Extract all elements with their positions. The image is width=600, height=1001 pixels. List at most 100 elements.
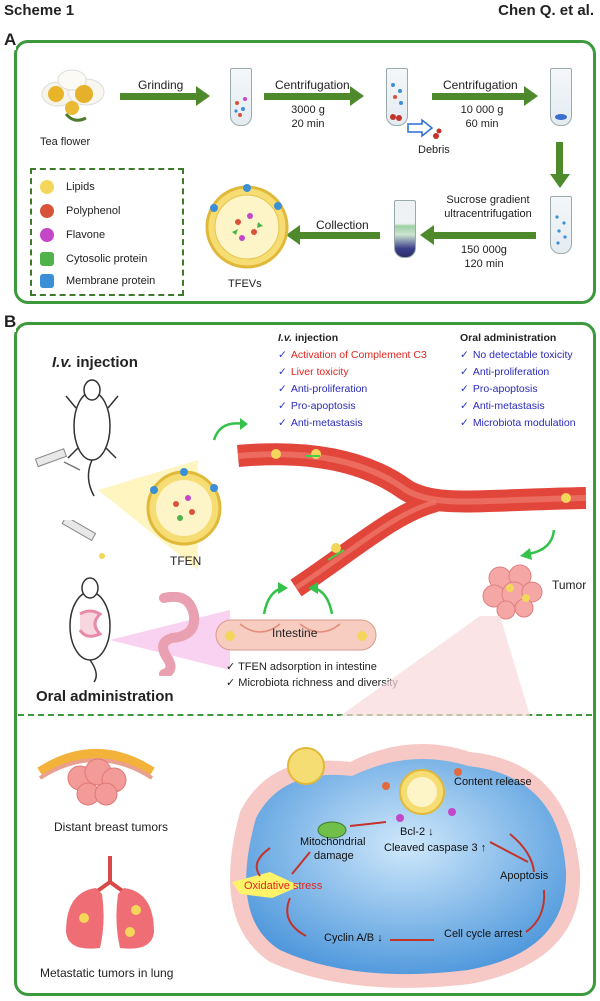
panel-a (14, 40, 596, 304)
cyclin-text: Cyclin A/B (324, 932, 375, 944)
content-release-label: Content release (454, 776, 532, 788)
cent1-label: Centrifugation (275, 78, 350, 92)
arrow-head-icon (286, 225, 300, 245)
arrow-down (556, 142, 563, 176)
intestine-label: Intestine (272, 626, 318, 640)
oral-list-item: ✓Anti-metastasis (460, 398, 576, 415)
list-text: Liver toxicity (290, 366, 349, 378)
iv-injection-title: I.v. injection (52, 354, 138, 371)
legend-label: Membrane protein (66, 275, 156, 287)
check-icon: ✓ (278, 383, 287, 395)
mouse-oral-image (69, 577, 111, 683)
cent2-label: Centrifugation (443, 78, 518, 92)
apoptosis-label: Apoptosis (500, 870, 549, 882)
caspase-text: Cleaved caspase 3 (384, 842, 478, 854)
legend-item-flavone: Flavone (40, 228, 105, 242)
lung-tumors-label: Metastatic tumors in lung (40, 966, 174, 980)
list-text: Microbiota modulation (472, 417, 576, 429)
legend-item-cytosolic: Cytosolic protein (40, 252, 147, 266)
tumor-image (482, 564, 543, 620)
cent1-g: 3000 g (291, 104, 325, 116)
blood-vessel-image (237, 443, 586, 597)
down-arrow-icon: ↓ (428, 826, 434, 838)
iv-list-item: ✓Anti-metastasis (278, 415, 427, 432)
tube-2 (386, 68, 408, 126)
sucrose-line1: Sucrose gradient (446, 194, 530, 206)
up-arrow-icon: ↑ (480, 842, 487, 854)
check-icon: ✓ (460, 349, 469, 361)
list-text: Anti-proliferation (472, 366, 550, 378)
iv-title-italic: I.v. (52, 354, 73, 371)
panel-a-label: A (4, 30, 17, 50)
lipids-icon (40, 180, 54, 194)
arrow-head-icon (524, 86, 538, 106)
legend-label: Cytosolic protein (66, 253, 148, 265)
tfen-vesicle-image (146, 468, 222, 546)
sucrose-line2: ultracentrifugation (444, 208, 532, 220)
gut-image (158, 592, 200, 676)
note-text: Microbiota richness and diversity (238, 677, 398, 689)
breast-tumor-image (37, 749, 155, 806)
oral-list-item: ✓No detectable toxicity (460, 347, 576, 364)
cytosolic-protein-icon (40, 252, 54, 266)
intestine-image (215, 619, 377, 651)
membrane-protein-icon (40, 274, 54, 288)
tfen-label: TFEN (170, 554, 202, 568)
sucrose-time: 120 min (464, 258, 504, 270)
collection-label: Collection (316, 218, 369, 232)
oral-title: Oral administration (36, 688, 174, 705)
mito-label-1: Mitochondrial (300, 836, 366, 848)
arrow-head-icon (196, 86, 210, 106)
syringe-icon (34, 448, 81, 471)
down-arrow-icon: ↓ (377, 932, 383, 944)
legend-item-polyphenol: Polyphenol (40, 204, 120, 218)
iv-list-head-italic: I.v. (278, 332, 293, 344)
tumor-label: Tumor (552, 578, 587, 592)
oral-list-item: ✓Pro-apoptosis (460, 381, 576, 398)
intestine-note-2: ✓ Microbiota richness and diversity (226, 676, 398, 689)
cell-cycle-arrest-label: Cell cycle arrest (444, 928, 523, 940)
polyphenol-icon (40, 204, 54, 218)
lung-image (66, 856, 154, 949)
authors: Chen Q. et al. (498, 2, 594, 19)
list-text: Pro-apoptosis (472, 383, 538, 395)
panel-b (14, 322, 596, 996)
tfevs-label: TFEVs (228, 278, 262, 290)
check-icon: ✓ (460, 400, 469, 412)
iv-list-head-rest: injection (294, 332, 339, 344)
list-text: Activation of Complement C3 (290, 349, 427, 361)
sucrose-g: 150 000g (461, 244, 507, 256)
iv-title-rest: injection (76, 354, 138, 371)
tube-4 (550, 196, 572, 254)
iv-list-item: ✓Anti-proliferation (278, 381, 427, 398)
oral-list-item: ✓Microbiota modulation (460, 415, 576, 432)
oral-syringe-icon (61, 520, 105, 559)
cent1-time: 20 min (291, 118, 325, 130)
legend-label: Polyphenol (66, 205, 121, 217)
list-text: Anti-metastasis (472, 400, 545, 412)
legend: Lipids Polyphenol Flavone Cytosolic prot… (30, 168, 184, 296)
iv-list-item: ✓Pro-apoptosis (278, 398, 427, 415)
flavone-icon (40, 228, 54, 242)
tfev-vesicle-image (205, 184, 289, 269)
cent2-g: 10 000 g (460, 104, 504, 116)
mito-label-2: damage (314, 850, 354, 862)
legend-item-membrane: Membrane protein (40, 274, 155, 288)
grinding-label: Grinding (138, 78, 184, 92)
tea-flower-image (41, 69, 105, 122)
panel-b-label: B (4, 312, 17, 332)
cent2-time: 60 min (465, 118, 499, 130)
mouse-iv-image (65, 379, 119, 497)
arrow-head-icon (420, 225, 434, 245)
arrow-head-icon (550, 174, 570, 188)
arrow-head-icon (350, 86, 364, 106)
tea-flower-label: Tea flower (40, 136, 91, 148)
caspase-label: Cleaved caspase 3 ↑ (384, 842, 486, 854)
check-icon: ✓ (278, 417, 287, 429)
breast-tumors-label: Distant breast tumors (54, 820, 169, 834)
arrow-sucrose (432, 232, 536, 239)
check-icon: ✓ (278, 400, 287, 412)
bcl2-label: Bcl-2 ↓ (400, 826, 434, 838)
check-icon: ✓ (460, 417, 469, 429)
arrow-grinding (120, 93, 198, 100)
